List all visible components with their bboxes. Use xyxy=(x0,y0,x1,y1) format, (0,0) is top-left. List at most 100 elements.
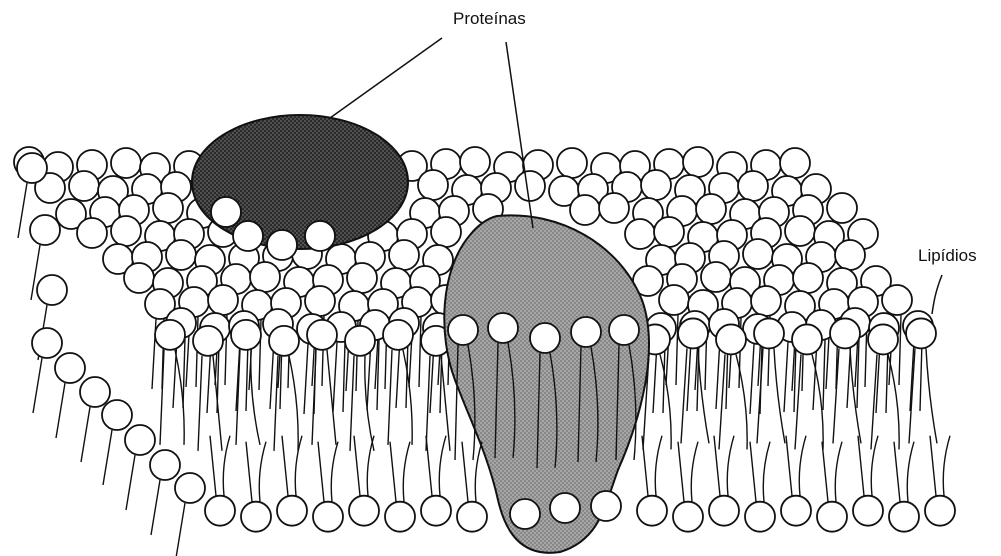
lipid-tail xyxy=(419,317,421,387)
lipid-head xyxy=(231,320,261,350)
lipid-head xyxy=(743,239,773,269)
lipid-tail xyxy=(930,436,936,496)
lipid-head xyxy=(313,502,343,532)
lipid-head xyxy=(827,193,857,223)
proteins-pointer-line-2 xyxy=(506,42,533,228)
lipid-tail xyxy=(835,442,842,502)
lipid-tail xyxy=(33,358,42,413)
lipid-head xyxy=(780,148,810,178)
lipid-tail xyxy=(246,442,252,502)
lipid-head xyxy=(637,496,667,526)
lipid-head xyxy=(530,323,560,353)
lipid-head xyxy=(349,496,379,526)
lipid-head xyxy=(709,496,739,526)
lipid-tail xyxy=(126,455,135,510)
lipid-head xyxy=(696,194,726,224)
lipid-tail xyxy=(719,354,725,449)
lipid-head xyxy=(868,324,898,354)
lipid-head xyxy=(37,275,67,305)
lipid-tail xyxy=(655,436,662,496)
lipid-head xyxy=(421,496,451,526)
lipid-tail xyxy=(304,344,308,414)
lipid-tail xyxy=(909,348,915,443)
lipid-tail xyxy=(823,340,825,410)
lipid-tail xyxy=(907,442,914,502)
lipid-tail xyxy=(354,436,360,496)
lipid-head xyxy=(781,496,811,526)
lipid-tail xyxy=(763,442,770,502)
lipid-head xyxy=(515,171,545,201)
lipid-tail xyxy=(251,350,260,445)
lipid-tail xyxy=(784,342,788,412)
lipid-tail xyxy=(176,503,185,556)
lipid-tail xyxy=(289,356,298,451)
lipid-tail xyxy=(282,436,288,496)
lipid-head xyxy=(233,221,263,251)
lipid-head xyxy=(570,195,600,225)
lipid-head xyxy=(153,193,183,223)
lipid-head xyxy=(208,285,238,315)
lipid-head xyxy=(30,215,60,245)
lipid-tail xyxy=(799,436,806,496)
lipid-head xyxy=(32,328,62,358)
lipid-head xyxy=(701,262,731,292)
lipid-head xyxy=(80,377,110,407)
lipid-tail xyxy=(894,442,900,502)
lipid-head xyxy=(125,425,155,455)
lipid-tail xyxy=(727,436,734,496)
lipid-tail xyxy=(103,430,112,485)
lipid-tail xyxy=(274,356,278,451)
lipid-head xyxy=(460,147,490,177)
lipid-tail xyxy=(213,356,222,451)
lipid-tail xyxy=(388,350,392,445)
lipid-head xyxy=(785,216,815,246)
lipid-head xyxy=(654,217,684,247)
lipid-head xyxy=(385,502,415,532)
lipid-head xyxy=(166,240,196,270)
lipid-head xyxy=(389,240,419,270)
lipid-tail xyxy=(151,480,160,535)
lipid-head xyxy=(102,400,132,430)
lipid-head xyxy=(17,153,47,183)
lipid-tail xyxy=(681,348,687,443)
lipid-head xyxy=(277,496,307,526)
lipid-head xyxy=(488,313,518,343)
lipid-head xyxy=(889,502,919,532)
lipid-tail xyxy=(183,338,185,408)
lipid-tail xyxy=(833,348,839,443)
lipid-head xyxy=(599,193,629,223)
lipid-head xyxy=(659,285,689,315)
lipid-tail xyxy=(331,442,338,502)
lipid-head xyxy=(77,218,107,248)
lipid-tail xyxy=(687,341,691,411)
lipid-head xyxy=(673,502,703,532)
lipid-tail xyxy=(774,348,785,443)
lipid-tail xyxy=(223,436,230,496)
lipid-tail xyxy=(926,348,937,443)
lipid-tail xyxy=(850,348,861,443)
lipid-tail xyxy=(327,350,336,445)
lipid-head xyxy=(345,326,375,356)
lipid-head xyxy=(175,473,205,503)
lipid-head xyxy=(111,148,141,178)
lipid-tail xyxy=(246,341,248,411)
lipid-head xyxy=(609,315,639,345)
lipid-head xyxy=(510,499,540,529)
lipid-head xyxy=(269,326,299,356)
lipid-tail xyxy=(943,436,950,496)
lipid-head xyxy=(716,324,746,354)
lipid-tail xyxy=(858,436,864,496)
lipid-tail xyxy=(642,436,648,496)
lipid-head xyxy=(448,315,478,345)
lipid-head xyxy=(193,326,223,356)
lipid-tail xyxy=(333,342,337,412)
lipid-head xyxy=(307,320,337,350)
lipid-head xyxy=(111,216,141,246)
lipid-head xyxy=(683,147,713,177)
lipid-tail xyxy=(920,341,922,411)
lipid-head xyxy=(557,148,587,178)
lipids-label: Lipídios xyxy=(918,246,977,266)
lipid-tail xyxy=(871,436,878,496)
lipid-head xyxy=(738,171,768,201)
